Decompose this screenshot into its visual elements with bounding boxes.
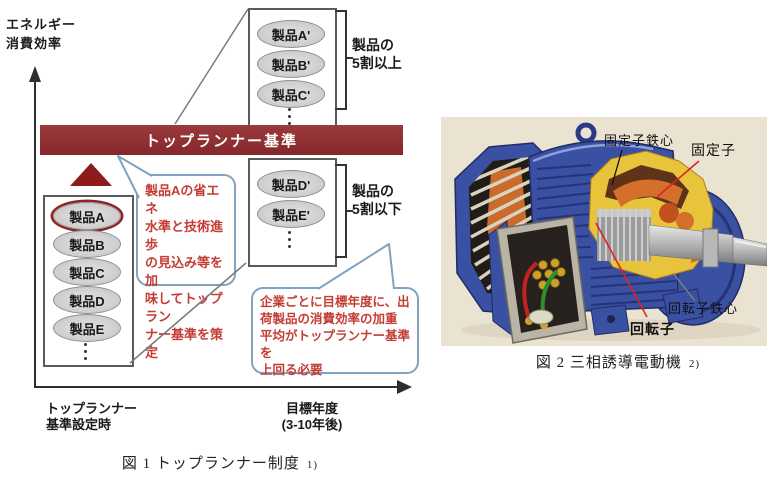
- stator-windings: [613, 179, 683, 207]
- product-e-prime-ellipse: 製品E': [257, 200, 325, 228]
- product-d-prime-ellipse: 製品D': [257, 170, 325, 198]
- standard-setting-bubble: 製品Aの省エネ 水準と技術進歩 の見込み等を加 味してトップラン ナー基準を策定: [136, 174, 236, 360]
- red-wire: [522, 261, 539, 320]
- product-a-prime-ellipse: 製品A': [257, 20, 325, 48]
- shaft-coupling: [702, 228, 719, 268]
- cable-hole: [528, 309, 554, 325]
- rotor-leader-line: [595, 222, 648, 318]
- motor-illustration: [441, 117, 767, 346]
- y-axis-arrowhead: [29, 66, 41, 82]
- x-axis-arrowhead: [397, 380, 412, 394]
- bottom-bracket: [335, 164, 353, 258]
- eyebolt: [575, 122, 597, 144]
- top-runner-standard-banner: トップランナー基準: [40, 125, 403, 155]
- product-e-ellipse: 製品E: [53, 314, 121, 342]
- figure2-reference: 2): [688, 358, 701, 370]
- gap-triangle-marker: [70, 163, 112, 186]
- projection-line-top: [174, 8, 249, 125]
- rotor-laminations: [597, 209, 651, 261]
- product-c-prime-ellipse: 製品C': [257, 80, 325, 108]
- stator-core-leader-line: [611, 149, 623, 186]
- terminal-box: [488, 216, 588, 344]
- rotor-label: 回転子: [630, 323, 675, 338]
- y-axis-label: エネルギー 消費効率: [6, 17, 77, 51]
- ellipsis-dots: [288, 231, 291, 248]
- x-axis-left-label: トップランナー 基準設定時: [46, 401, 138, 432]
- stator-core-label: 固定子鉄心: [604, 133, 675, 148]
- product-b-ellipse: 製品B: [53, 230, 121, 258]
- ellipsis-dots: [288, 108, 291, 125]
- x-axis-right-label: 目標年度 (3-10年後): [281, 401, 343, 432]
- product-d-ellipse: 製品D: [53, 286, 121, 314]
- stator-label: 固定子: [691, 144, 736, 159]
- top-bracket: [335, 10, 353, 110]
- product-c-ellipse: 製品C: [53, 258, 121, 286]
- bottom-bracket-label: 製品の 5割以下: [352, 183, 402, 217]
- standard-setting-bubble-text: 製品Aの省エネ 水準と技術進歩 の見込み等を加 味してトップラン ナー基準を策定: [145, 183, 224, 360]
- product-b-prime-ellipse: 製品B': [257, 50, 325, 78]
- rotor-core-leader-line: [672, 272, 696, 302]
- stator-leader-line: [656, 160, 700, 198]
- figure1-reference: 1): [306, 459, 319, 471]
- product-a-ellipse-highlighted: 製品A: [53, 202, 121, 230]
- target-year-bubble-text: 企業ごとに目標年度に、出 荷製品の消費効率の加重 平均がトップランナー基準を 上…: [260, 295, 411, 377]
- top-bracket-label: 製品の 5割以上: [352, 37, 402, 71]
- target-year-bubble: 企業ごとに目標年度に、出 荷製品の消費効率の加重 平均がトップランナー基準を 上…: [251, 287, 419, 377]
- ellipsis-dots: [84, 343, 87, 360]
- rotor-core-label: 回転子鉄心: [668, 301, 739, 316]
